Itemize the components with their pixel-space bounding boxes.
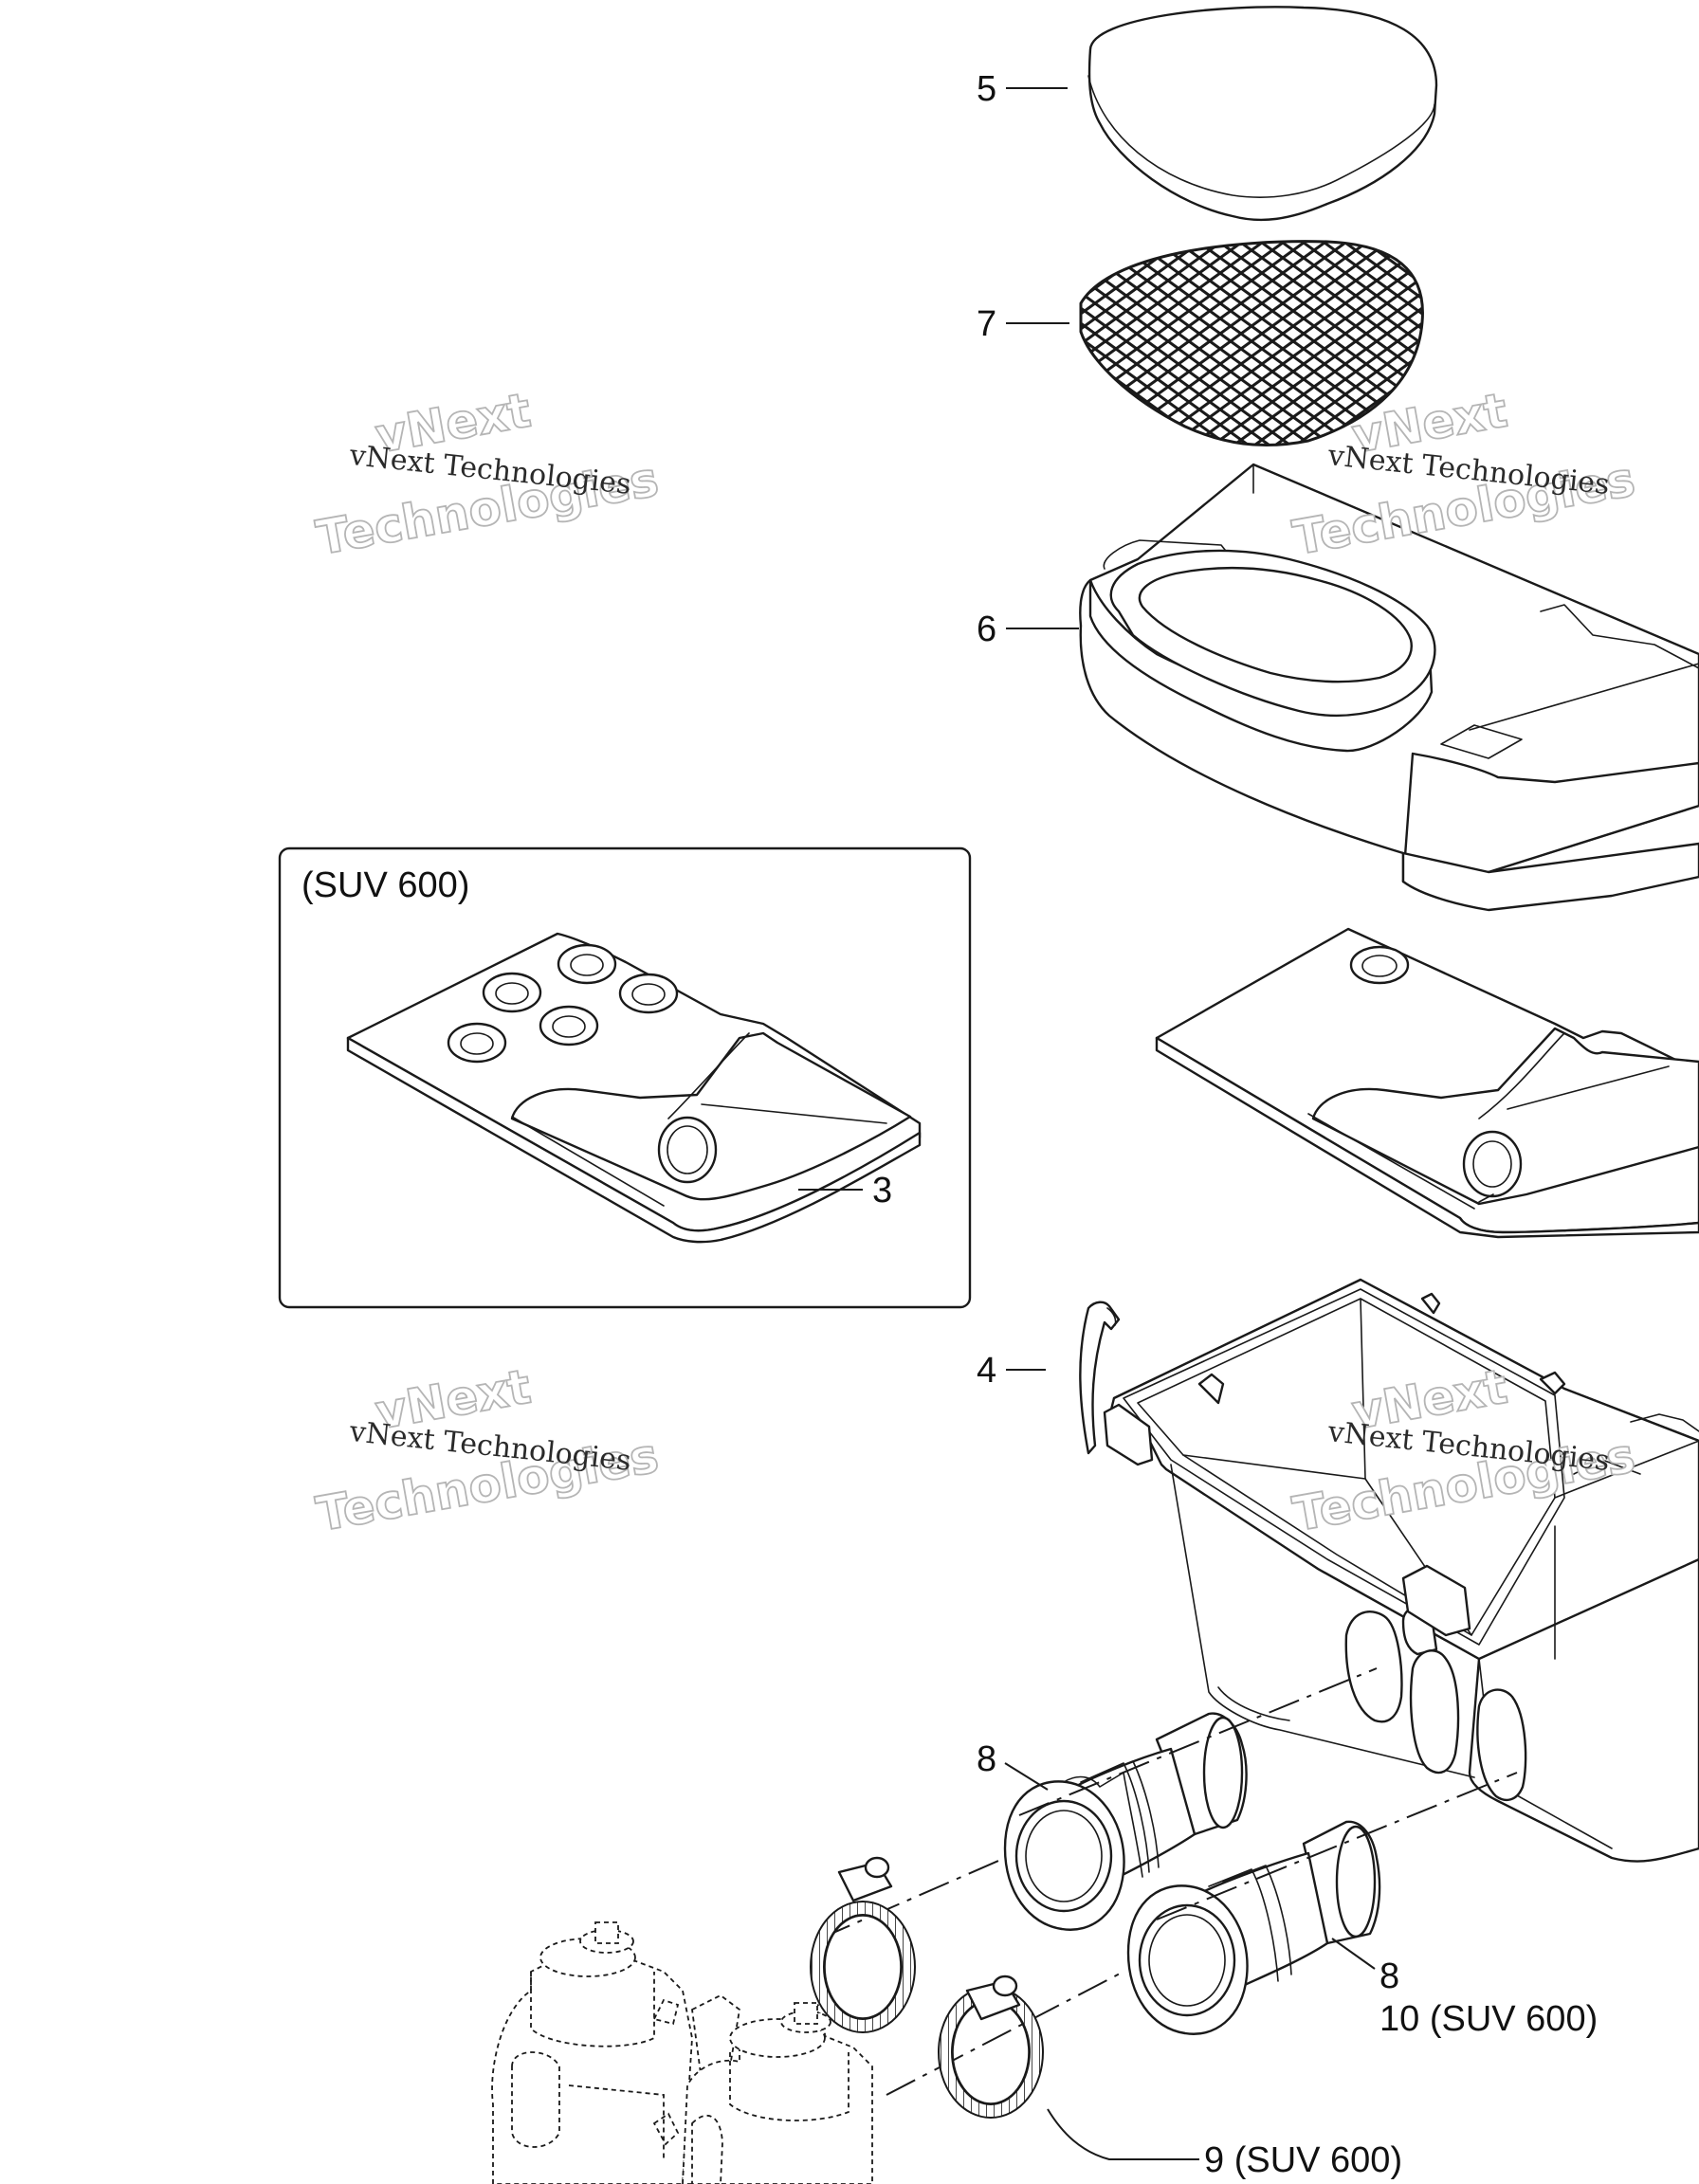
watermark-top-right: vNext Technologies vNext Technologies [1288,382,1640,567]
callout-9: 9 (SUV 600) [1204,2140,1402,2180]
carburetor-assembly [491,1921,873,2184]
watermark-top-left: vNext Technologies vNext Technologies [312,382,664,567]
clip-part-4 [1079,1301,1121,1455]
filter-screen-part-7 [1079,240,1424,447]
airbox-cover-part-6 [1079,463,1699,912]
callout-8-upper: 8 [977,1739,996,1779]
callout-8-lower: 8 [1379,1956,1399,1996]
inset-title: (SUV 600) [301,865,469,905]
callout-3: 3 [872,1171,892,1210]
clamp-upper-part-9 [810,1856,916,2033]
watermark-bottom-left: vNext Technologies vNext Technologies [312,1358,664,1543]
callout-10: 10 (SUV 600) [1379,1999,1598,2039]
airbox-base-plate [1155,927,1699,1239]
callout-6: 6 [977,610,996,649]
airbox-body [1103,1278,1699,1863]
inset-suv600: (SUV 600) 3 [278,846,972,1309]
boot-lower-part-8 [1126,1820,1381,2035]
callout-4: 4 [977,1351,996,1391]
callout-5: 5 [977,69,996,109]
clamp-lower-part-9 [938,1975,1044,2119]
callout-7: 7 [977,304,996,344]
filter-foam-part-5 [1087,6,1438,222]
